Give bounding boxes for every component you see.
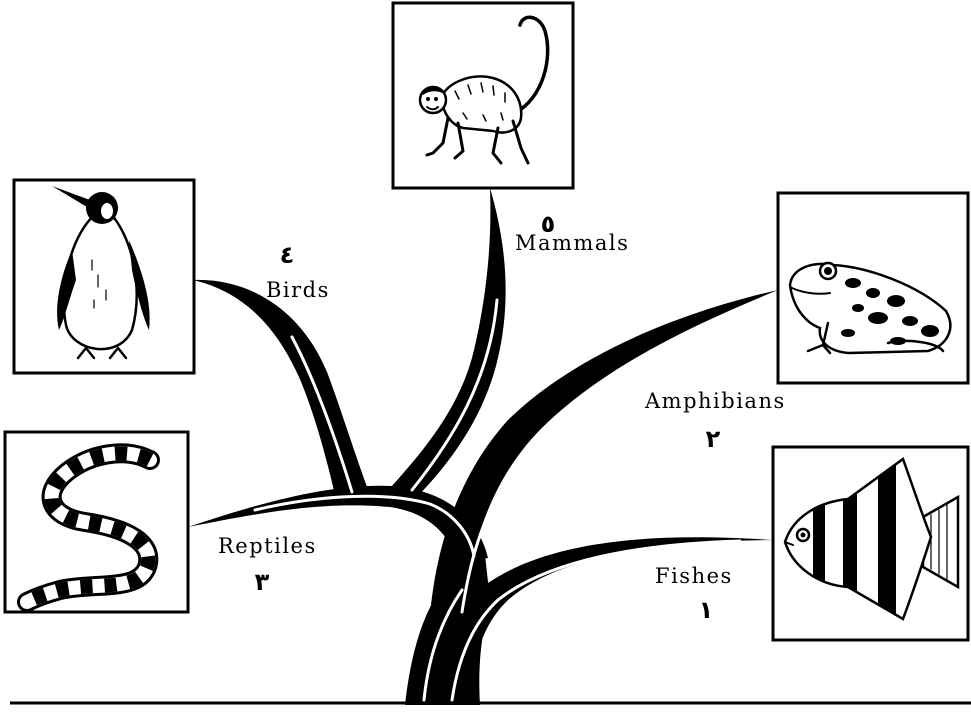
label-fishes: Fishes [655, 564, 733, 588]
box-mammals [393, 3, 573, 188]
label-amphibians: Amphibians [644, 389, 786, 413]
label-mammals: Mammals [515, 231, 629, 255]
box-fishes [773, 447, 968, 640]
box-birds [14, 180, 194, 373]
number-reptiles: ٣ [255, 568, 270, 596]
box-reptiles [5, 432, 188, 612]
label-reptiles: Reptiles [218, 534, 317, 558]
label-birds: Birds [266, 278, 330, 302]
number-fishes: ١ [699, 596, 714, 624]
evolution-tree [188, 188, 778, 705]
number-birds: ٤ [280, 241, 295, 269]
box-amphibians [778, 193, 968, 383]
number-amphibians: ٢ [706, 425, 721, 453]
